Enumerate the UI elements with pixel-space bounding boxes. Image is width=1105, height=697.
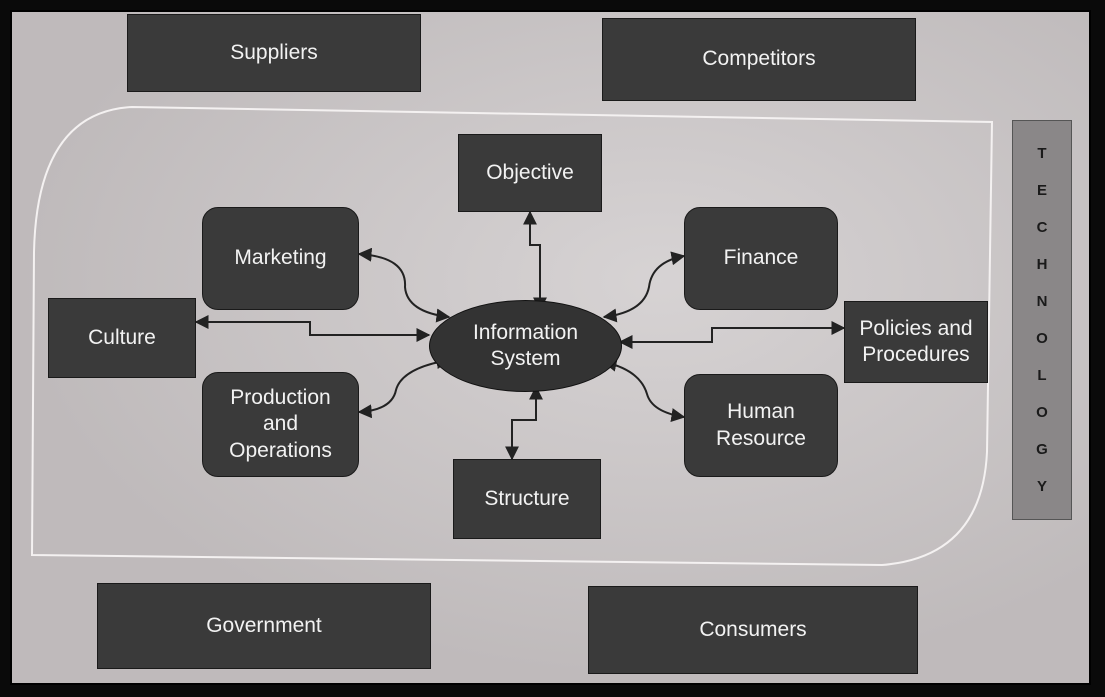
culture-label: Culture [88,325,156,349]
government-box: Government [97,583,431,669]
objective-label: Objective [486,160,574,184]
connector-marketing [357,247,451,323]
finance-label: Finance [723,246,799,270]
connector-objective [523,210,547,312]
technology-letter: C [1036,219,1048,236]
technology-letter: O [1036,330,1048,347]
connector-culture [194,315,431,342]
production-label-line1: Production [230,386,331,410]
technology-bar: T E C H N O L O G Y [1012,120,1072,520]
technology-letter: E [1036,182,1047,199]
connector-layer [30,105,994,567]
technology-letter: H [1036,256,1048,273]
information-system-node: Information System [429,300,622,392]
consumers-box: Consumers [588,586,918,674]
structure-label: Structure [484,486,570,510]
technology-letter: L [1037,367,1047,384]
structure-box: Structure [453,459,601,539]
organization-boundary [30,105,994,567]
connector-policies [618,321,846,349]
diagram-frame: Suppliers Competitors Government Consume… [10,10,1091,685]
policies-label-line2: Procedures [862,343,970,366]
marketing-label: Marketing [234,246,327,270]
production-label-line2: and [262,412,299,436]
production-box: Production and Operations [202,372,359,477]
competitors-label: Competitors [702,47,816,71]
suppliers-box: Suppliers [127,14,421,92]
connector-production [357,355,451,419]
production-label-line3: Operations [229,438,332,462]
connector-structure [505,385,543,461]
technology-letter: G [1036,441,1048,458]
information-system-line2: System [490,347,561,370]
consumers-label: Consumers [699,617,807,641]
human-resource-box: Human Resource [684,374,838,477]
connector-human-resource [602,357,686,422]
technology-letter: Y [1036,478,1047,495]
technology-letter: N [1036,293,1048,310]
suppliers-label: Suppliers [230,40,318,64]
technology-letter: T [1037,145,1047,162]
connector-finance [602,251,686,323]
competitors-box: Competitors [602,18,916,101]
objective-box: Objective [458,134,602,212]
policies-label-line1: Policies and [859,316,973,340]
marketing-box: Marketing [202,207,359,310]
culture-box: Culture [48,298,196,378]
government-label: Government [206,613,322,637]
finance-box: Finance [684,207,838,310]
human-resource-label-line2: Resource [716,426,806,450]
human-resource-label-line1: Human [727,400,795,424]
information-system-line1: Information [472,320,579,344]
technology-letter: O [1036,404,1048,421]
policies-box: Policies and Procedures [844,301,988,383]
